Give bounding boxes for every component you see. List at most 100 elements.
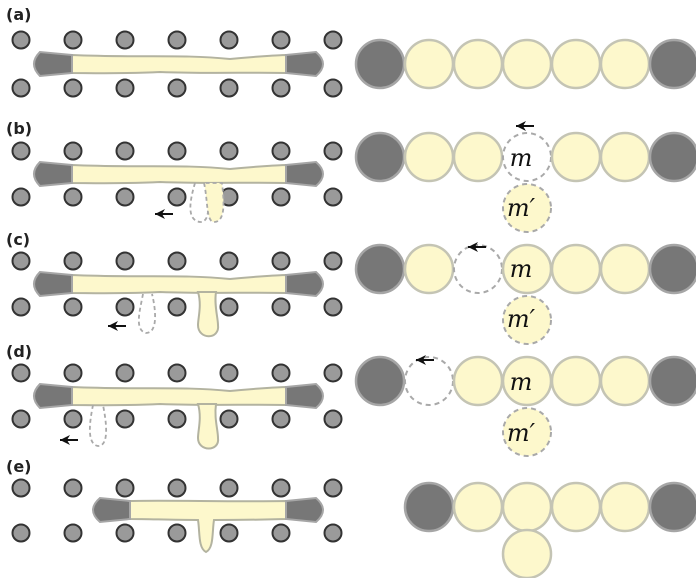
- post-top-c-0: [11, 251, 31, 271]
- fluid-finger-c: [71, 273, 287, 295]
- post-top-d-3: [167, 363, 187, 383]
- bubble-e-0: [403, 481, 455, 533]
- right-plug-a: [285, 50, 324, 78]
- bubble-c-1: [403, 243, 455, 295]
- post-top-c-3: [167, 251, 187, 271]
- bubble-e-5: [648, 481, 696, 533]
- post-top-a-6: [323, 30, 343, 50]
- post-top-e-1: [63, 478, 83, 498]
- post-top-d-0: [11, 363, 31, 383]
- bubble-e-4: [599, 481, 651, 533]
- bubble-b-mprime: [502, 183, 552, 233]
- right-plug-b: [285, 160, 324, 188]
- right-plug-e: [285, 496, 324, 524]
- bubble-c-5: [599, 243, 651, 295]
- left-plug-a: [33, 50, 73, 78]
- bubble-a-6: [648, 38, 696, 90]
- bubble-e-branch: [501, 528, 553, 578]
- post-top-e-6: [323, 478, 343, 498]
- post-top-d-2: [115, 363, 135, 383]
- left-plug-b: [33, 160, 73, 188]
- arrow-left-icon: [468, 242, 486, 252]
- label-m-d: m: [510, 368, 533, 396]
- right-plug-c: [285, 270, 324, 298]
- post-bottom-b-6: [323, 187, 343, 207]
- post-top-c-4: [219, 251, 239, 271]
- post-bottom-a-6: [323, 78, 343, 98]
- post-top-d-5: [271, 363, 291, 383]
- post-top-a-3: [167, 30, 187, 50]
- bubble-d-0: [354, 355, 406, 407]
- post-bottom-d-0: [11, 409, 31, 429]
- post-bottom-c-5: [271, 297, 291, 317]
- post-bottom-d-1: [63, 409, 83, 429]
- bubble-b-6: [648, 131, 696, 183]
- fluid-finger-a: [71, 53, 287, 75]
- bubble-c-2: [453, 244, 503, 294]
- label-mprime-c: m′: [507, 305, 536, 333]
- post-bottom-e-1: [63, 523, 83, 543]
- post-top-c-5: [271, 251, 291, 271]
- post-top-e-5: [271, 478, 291, 498]
- bubble-b-5: [599, 131, 651, 183]
- post-top-a-0: [11, 30, 31, 50]
- panel-label-d: (d): [6, 342, 32, 361]
- emerging-lobe-b: [202, 182, 225, 223]
- lobe-d: [196, 403, 220, 450]
- right-bubble-chain-illustrations: [354, 38, 696, 578]
- post-bottom-c-4: [219, 297, 239, 317]
- post-bottom-b-2: [115, 187, 135, 207]
- post-bottom-c-0: [11, 297, 31, 317]
- post-top-e-3: [167, 478, 187, 498]
- panel-label-e: (e): [6, 457, 31, 476]
- left-plug-d: [33, 382, 73, 410]
- post-top-d-1: [63, 363, 83, 383]
- post-bottom-e-4: [219, 523, 239, 543]
- post-bottom-a-1: [63, 78, 83, 98]
- bubble-a-0: [354, 38, 406, 90]
- bubble-d-4: [550, 355, 602, 407]
- panel-label-b: (b): [6, 119, 32, 138]
- post-top-b-0: [11, 141, 31, 161]
- post-top-b-2: [115, 141, 135, 161]
- post-bottom-d-6: [323, 409, 343, 429]
- bubble-d-mprime: [502, 407, 552, 457]
- post-bottom-b-3: [167, 187, 187, 207]
- post-bottom-e-2: [115, 523, 135, 543]
- post-top-b-5: [271, 141, 291, 161]
- post-bottom-a-5: [271, 78, 291, 98]
- post-bottom-e-3: [167, 523, 187, 543]
- fluid-finger-e: [129, 499, 287, 554]
- post-top-b-4: [219, 141, 239, 161]
- bubble-a-4: [550, 38, 602, 90]
- ghost-lobe-c: [137, 293, 156, 334]
- bubble-c-4: [550, 243, 602, 295]
- bubble-c-6: [648, 243, 696, 295]
- post-top-a-2: [115, 30, 135, 50]
- post-top-a-1: [63, 30, 83, 50]
- bubble-d-6: [648, 355, 696, 407]
- bubble-e-1: [452, 481, 504, 533]
- bubble-a-5: [599, 38, 651, 90]
- post-bottom-d-5: [271, 409, 291, 429]
- bubble-e-2: [501, 481, 553, 533]
- post-top-e-0: [11, 478, 31, 498]
- post-bottom-e-0: [11, 523, 31, 543]
- post-bottom-c-3: [167, 297, 187, 317]
- post-top-d-6: [323, 363, 343, 383]
- post-bottom-c-2: [115, 297, 135, 317]
- post-top-e-4: [219, 478, 239, 498]
- bubble-c-0: [354, 243, 406, 295]
- bubble-d-2: [452, 355, 504, 407]
- bubble-b-0: [354, 131, 406, 183]
- bubble-b-2: [452, 131, 504, 183]
- bubble-d-5: [599, 355, 651, 407]
- post-bottom-a-0: [11, 78, 31, 98]
- post-bottom-a-4: [219, 78, 239, 98]
- label-mprime-b: m′: [507, 194, 536, 222]
- arrow-left-icon: [516, 121, 534, 131]
- bubble-b-1: [403, 131, 455, 183]
- bubble-a-1: [403, 38, 455, 90]
- post-bottom-a-2: [115, 78, 135, 98]
- label-mprime-d: m′: [507, 419, 536, 447]
